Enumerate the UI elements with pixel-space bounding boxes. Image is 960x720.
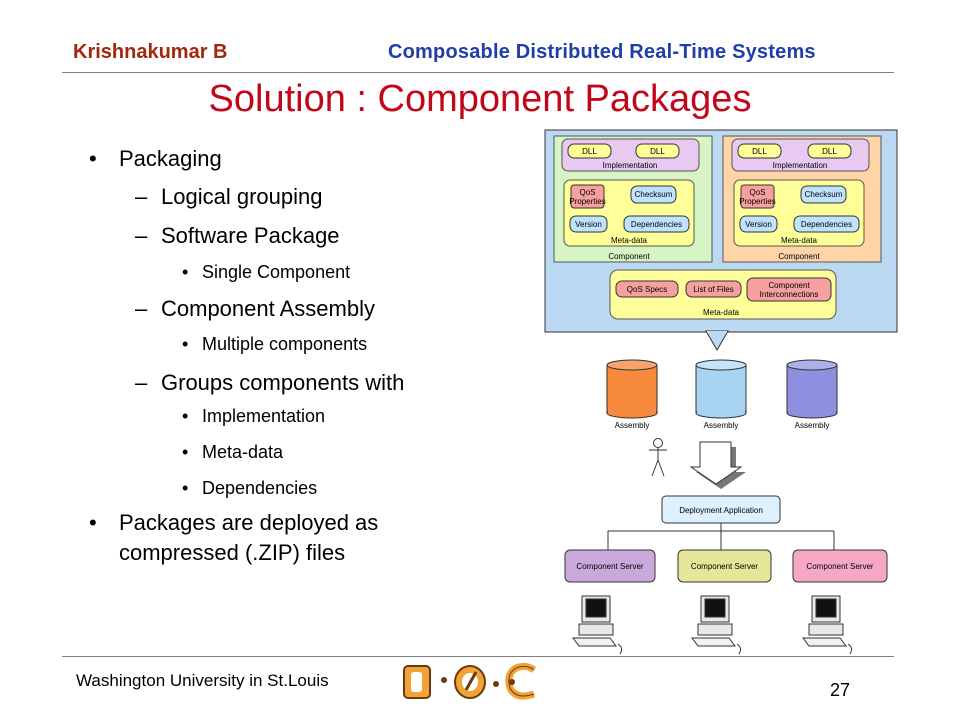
bullet-packages-deployed: •Packages are deployed as (89, 510, 379, 535)
doc-group-logo-icon (403, 662, 537, 700)
svg-text:DLL: DLL (582, 147, 597, 156)
svg-text:Component Server: Component Server (576, 562, 643, 571)
component-right: DLL DLL Implementation QoS Properties Ch… (722, 135, 882, 263)
bullet-software-package: –Software Package (135, 223, 340, 248)
version-box (569, 215, 608, 233)
footer-divider (62, 656, 894, 657)
dependencies-box (623, 215, 690, 233)
assembly-blue: Assembly (695, 359, 747, 430)
bullet-logical-grouping: –Logical grouping (135, 184, 323, 209)
dll-box (567, 143, 612, 159)
component-interconnections-box (746, 277, 832, 302)
svg-text:Dependencies: Dependencies (631, 220, 682, 229)
svg-text:Component: Component (608, 252, 650, 261)
svg-text:DLL: DLL (752, 147, 767, 156)
package-meta-data: QoS Specs List of Files Component Interc… (609, 269, 837, 320)
svg-text:Assembly: Assembly (795, 421, 830, 430)
author-name: Krishnakumar B (73, 41, 228, 63)
component-server-purple: Component Server (564, 549, 656, 583)
svg-text:DLL: DLL (650, 147, 665, 156)
dll-box (635, 143, 680, 159)
svg-text:QoS: QoS (579, 188, 595, 197)
user-figure-icon (649, 438, 667, 477)
component-server-pink: Component Server (792, 549, 888, 583)
svg-text:Checksum: Checksum (635, 190, 673, 199)
svg-text:Dependencies: Dependencies (801, 220, 852, 229)
bullet-packaging: •Packaging (89, 146, 222, 171)
svg-text:Interconnections: Interconnections (760, 290, 819, 299)
component-server-olive: Component Server (677, 549, 772, 583)
dll-box (807, 143, 852, 159)
institution-name: Washington University in St.Louis (76, 671, 329, 690)
svg-text:Meta-data: Meta-data (611, 236, 648, 245)
connector-lines (607, 523, 835, 550)
course-title: Composable Distributed Real-Time Systems (388, 41, 816, 63)
bullet-single-component: •Single Component (182, 262, 351, 282)
computer-icon (691, 595, 742, 654)
svg-text:Checksum: Checksum (805, 190, 843, 199)
bullet-meta-data: •Meta-data (182, 442, 284, 462)
svg-text:Component: Component (778, 252, 820, 261)
qos-properties-box (740, 184, 775, 209)
computer-icon (802, 595, 853, 654)
svg-text:Version: Version (575, 220, 602, 229)
svg-text:Meta-data: Meta-data (781, 236, 818, 245)
qos-properties-box (570, 184, 605, 209)
svg-text:Assembly: Assembly (615, 421, 650, 430)
svg-text:Assembly: Assembly (704, 421, 739, 430)
svg-text:Implementation: Implementation (773, 161, 828, 170)
component-package-diagram: DLL DLL Implementation QoS Properties Ch… (544, 129, 898, 654)
svg-text:Component Server: Component Server (691, 562, 758, 571)
dependencies-box (793, 215, 860, 233)
svg-text:List of Files: List of Files (693, 285, 733, 294)
assembly-purple: Assembly (786, 359, 838, 430)
deployment-application-box: Deployment Application (661, 495, 781, 524)
svg-text:Component Server: Component Server (806, 562, 873, 571)
checksum-box (630, 185, 677, 204)
bullet-multiple-components: •Multiple components (182, 334, 368, 354)
svg-text:Properties: Properties (739, 197, 775, 206)
svg-text:Deployment Application: Deployment Application (679, 506, 763, 515)
svg-text:QoS Specs: QoS Specs (627, 285, 667, 294)
page-number: 27 (830, 680, 851, 700)
svg-text:Component: Component (768, 281, 810, 290)
svg-text:Implementation: Implementation (603, 161, 658, 170)
slide-title: Solution : Component Packages (208, 78, 752, 120)
svg-text:Properties: Properties (569, 197, 605, 206)
list-of-files-box (685, 280, 742, 298)
svg-text:Version: Version (745, 220, 772, 229)
qos-specs-box (615, 280, 679, 298)
bullet-dependencies: •Dependencies (182, 478, 318, 498)
checksum-box (800, 185, 847, 204)
bullet-implementation: •Implementation (182, 406, 326, 426)
svg-text:DLL: DLL (822, 147, 837, 156)
dll-box (737, 143, 782, 159)
svg-text:QoS: QoS (749, 188, 765, 197)
version-box (739, 215, 778, 233)
deploy-arrow-icon (689, 441, 746, 489)
bullet-component-assembly: –Component Assembly (135, 296, 375, 321)
component-left: DLL DLL Implementation QoS Properties Ch… (553, 135, 713, 263)
assembly-orange: Assembly (606, 359, 658, 430)
svg-text:Meta-data: Meta-data (703, 308, 740, 317)
header-divider (62, 72, 894, 73)
bullet-groups-components: –Groups components with (135, 370, 405, 395)
computer-icon (572, 595, 623, 654)
